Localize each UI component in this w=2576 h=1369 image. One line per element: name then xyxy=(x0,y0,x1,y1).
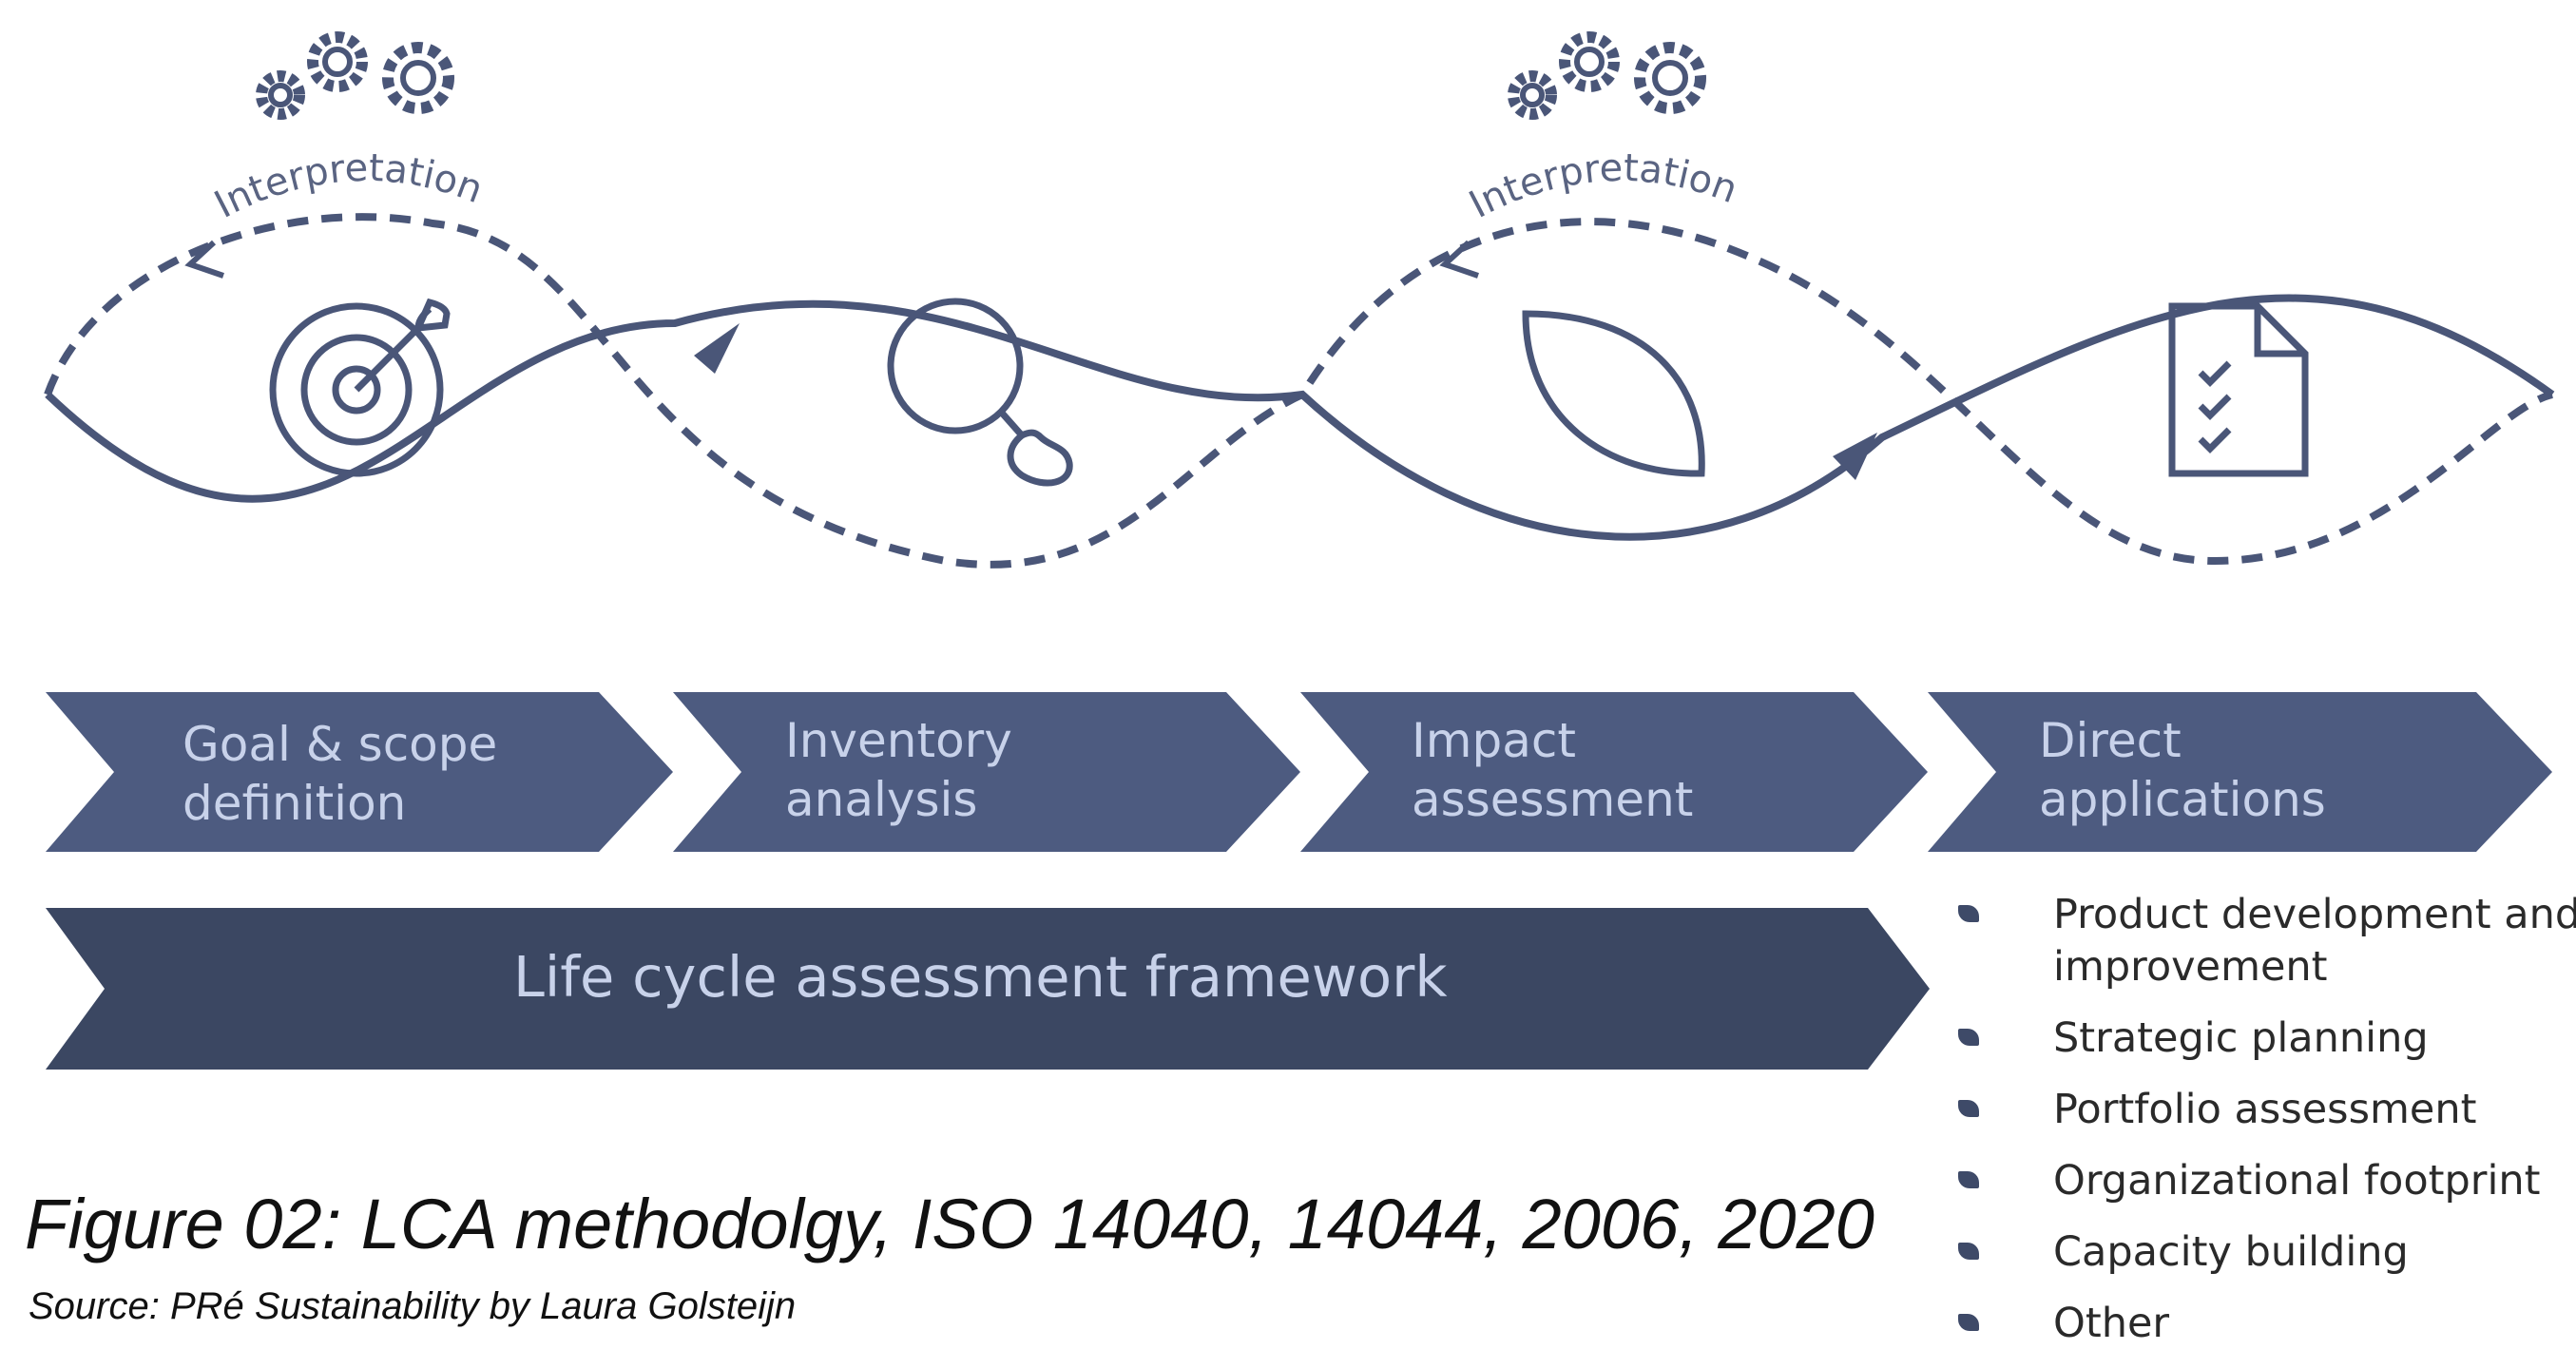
bullet-icon xyxy=(1958,1171,1979,1188)
bullet-icon xyxy=(1958,1314,1979,1331)
framework-label: Life cycle assessment framework xyxy=(513,944,1448,1010)
arrowhead-icon xyxy=(694,323,740,374)
application-item: Capacity building xyxy=(1949,1226,2576,1279)
magnifier-icon xyxy=(887,298,1073,487)
gears-icon xyxy=(256,31,454,120)
bullet-icon xyxy=(1958,1029,1979,1046)
bullet-icon xyxy=(1958,1243,1979,1260)
chevron-left-icon xyxy=(184,240,224,279)
framework-arrow xyxy=(46,908,1930,1070)
interpretation-label: Interpretation xyxy=(208,146,489,227)
application-item: Portfolio assessment xyxy=(1949,1084,2576,1136)
figure-source: Source: PRé Sustainability by Laura Gols… xyxy=(29,1285,797,1327)
applications-list: Product development and improvement Stra… xyxy=(1949,889,2576,1369)
stage-chevron xyxy=(46,692,673,852)
application-item: Product development and improvement xyxy=(1949,889,2576,993)
chevron-left-icon xyxy=(1439,240,1479,279)
application-item: Other xyxy=(1949,1298,2576,1350)
stage-chevron xyxy=(673,692,1300,852)
stage-chevron xyxy=(1928,692,2552,852)
application-item: Strategic planning xyxy=(1949,1012,2576,1065)
lca-diagram: Interpretation Interpretation xyxy=(44,31,2555,1070)
bullet-icon xyxy=(1958,1100,1979,1117)
checklist-document-icon xyxy=(2168,302,2309,477)
leaf-icon xyxy=(1522,310,1705,477)
stage-chevron xyxy=(1300,692,1928,852)
interpretation-label: Interpretation xyxy=(1463,146,1743,227)
target-icon xyxy=(269,298,451,477)
solid-wave xyxy=(45,294,2555,541)
application-item: Organizational footprint xyxy=(1949,1155,2576,1207)
arrowhead-icon xyxy=(1833,433,1877,480)
bullet-icon xyxy=(1958,905,1979,922)
gears-icon xyxy=(1508,31,1706,120)
figure-caption: Figure 02: LCA methodolgy, ISO 14040, 14… xyxy=(25,1185,1874,1263)
dashed-wave xyxy=(44,213,2554,569)
